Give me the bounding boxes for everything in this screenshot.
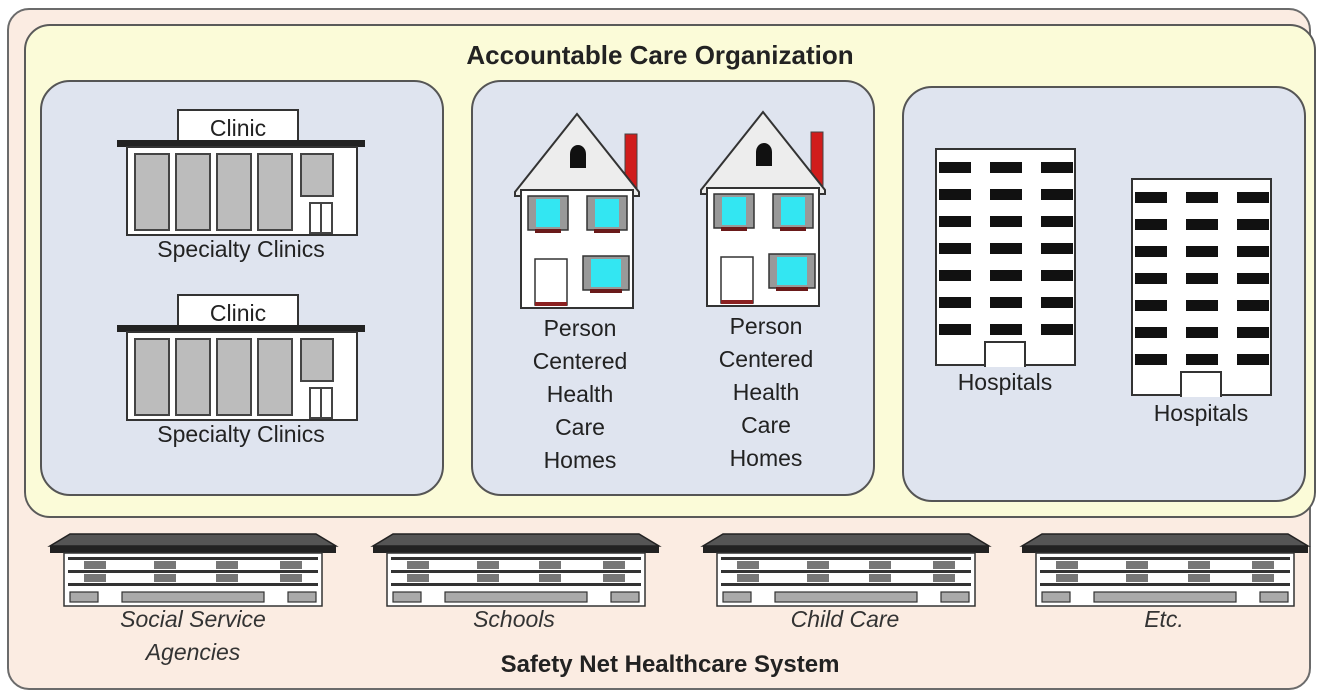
label-line: Care [555, 414, 605, 440]
clinic-sign: Clinic [209, 300, 267, 326]
specialty-clinics-label: Specialty Clinics [157, 421, 325, 447]
agency-building-icon [700, 533, 992, 607]
hospitals-label: Hospitals [1153, 400, 1249, 426]
schools-label: Schools [473, 606, 555, 632]
label-line: Agencies [145, 639, 241, 665]
label-line: Person [543, 315, 617, 341]
label-line: Health [546, 381, 614, 407]
child-care-label: Child Care [790, 606, 900, 632]
agency-building-icon [1019, 533, 1311, 607]
label-line: Centered [532, 348, 628, 374]
health-homes-label-2: Person Centered Health Care Homes [691, 310, 841, 475]
specialty-clinics-label: Specialty Clinics [157, 236, 325, 262]
agency-building-icon [47, 533, 339, 607]
label-line: Care [741, 412, 791, 438]
label-line: Health [732, 379, 800, 405]
clinic-building-icon [117, 109, 365, 236]
label-line: Centered [718, 346, 814, 372]
social-services-label: Social Service Agencies [90, 603, 296, 669]
hospital-building-icon [1131, 178, 1272, 397]
label-line: Person [729, 313, 803, 339]
etc-label: Etc. [1144, 606, 1184, 632]
aco-title: Accountable Care Organization [466, 40, 854, 70]
hospital-building-icon [935, 148, 1076, 367]
label-line: Homes [543, 447, 617, 473]
label-line: Homes [729, 445, 803, 471]
house-icon [700, 110, 826, 307]
hospitals-label: Hospitals [957, 369, 1053, 395]
clinic-sign: Clinic [209, 115, 267, 141]
agency-building-icon [370, 533, 662, 607]
safety-net-title: Safety Net Healthcare System [500, 651, 840, 678]
health-homes-label-1: Person Centered Health Care Homes [505, 312, 655, 477]
house-icon [514, 112, 640, 309]
label-line: Social Service [120, 606, 266, 632]
clinic-building-icon [117, 294, 365, 421]
